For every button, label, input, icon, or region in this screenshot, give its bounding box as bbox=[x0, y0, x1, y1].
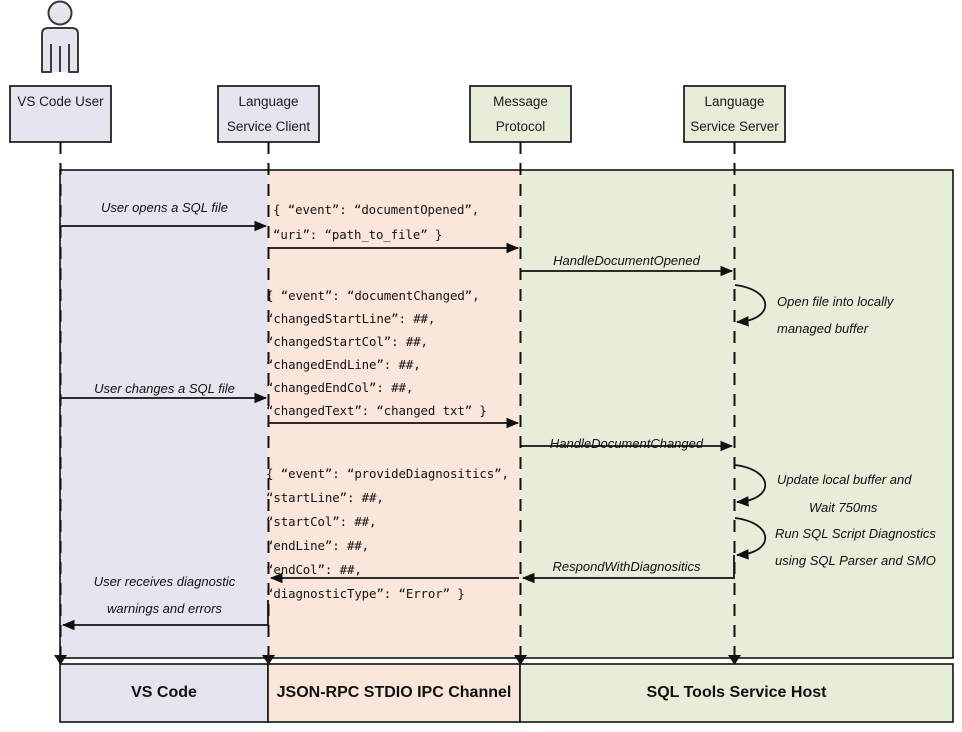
participant-label-language-service-server-line2: Service Server bbox=[690, 119, 779, 134]
footer-label-service-host: SQL Tools Service Host bbox=[646, 684, 827, 701]
message-label-handle-document-changed: HandleDocumentChanged bbox=[549, 436, 704, 451]
participant-label-language-service-client: Language bbox=[238, 94, 299, 109]
json-document-changed-line-3: “changedStartCol”: ##, bbox=[266, 334, 428, 349]
json-provide-diagnositics-line-3: “startCol”: ##, bbox=[266, 514, 377, 529]
message-label-user-receives-diagnostics-line1: User receives diagnostic bbox=[93, 574, 236, 589]
message-label-handle-document-opened: HandleDocumentOpened bbox=[553, 253, 700, 268]
self-loop-run-diagnostics bbox=[734, 517, 766, 560]
self-call-label-run-diagnostics-line1: Run SQL Script Diagnostics bbox=[775, 526, 936, 541]
self-call-label-update-buffer-wait-line2: Wait 750ms bbox=[809, 500, 878, 515]
json-document-changed-line-5: “changedEndCol”: ##, bbox=[266, 380, 414, 395]
json-document-changed-line-1: { “event”: “documentChanged”, bbox=[266, 288, 480, 303]
message-label-respond-with-diagnositics: RespondWithDiagnositics bbox=[552, 559, 701, 574]
arrow-user-receives-diagnostics bbox=[61, 600, 269, 631]
self-call-label-open-file-buffer-line2: managed buffer bbox=[777, 321, 869, 336]
self-loop-update-buffer-wait bbox=[734, 464, 766, 507]
message-label-user-receives-diagnostics-line2: warnings and errors bbox=[107, 601, 222, 616]
band-ipc-channel bbox=[268, 170, 520, 658]
json-provide-diagnositics-line-2: “startLine”: ##, bbox=[266, 490, 384, 505]
json-document-opened-line-1: { “event”: “documentOpened”, bbox=[273, 202, 480, 217]
message-label-user-changes-sql-file: User changes a SQL file bbox=[94, 381, 235, 396]
json-document-opened-line-2: “uri”: “path_to_file” } bbox=[273, 227, 443, 242]
json-provide-diagnositics-line-6: “diagnosticType”: “Error” } bbox=[266, 586, 465, 601]
arrow-respond-with-diagnositics bbox=[521, 555, 735, 584]
band-vscode bbox=[60, 170, 268, 658]
participant-label-message-protocol-line2: Protocol bbox=[495, 119, 546, 134]
json-provide-diagnositics-line-1: { “event”: “provideDiagnositics”, bbox=[266, 466, 509, 481]
footer-label-ipc-channel: JSON-RPC STDIO IPC Channel bbox=[276, 684, 512, 701]
band-service-host bbox=[520, 170, 953, 658]
participant-box-vscode-user bbox=[9, 85, 112, 143]
footer-bar bbox=[54, 655, 954, 723]
json-document-changed-line-4: “changedEndLine”: ##, bbox=[266, 357, 421, 372]
self-call-label-update-buffer-wait-line1: Update local buffer and bbox=[777, 472, 912, 487]
json-provide-diagnositics-line-4: “endLine”: ##, bbox=[266, 538, 370, 553]
participant-label-language-service-server: Language bbox=[704, 94, 765, 109]
json-provide-diagnositics-line-5: “endCol”: ##, bbox=[266, 562, 362, 577]
self-call-label-open-file-buffer-line1: Open file into locally bbox=[777, 294, 894, 309]
actor-figure bbox=[41, 0, 79, 73]
footer-label-vscode: VS Code bbox=[131, 684, 197, 701]
message-label-user-opens-sql-file: User opens a SQL file bbox=[101, 200, 228, 215]
participant-label-vscode-user: VS Code User bbox=[17, 94, 104, 109]
participant-label-message-protocol: Message bbox=[493, 94, 548, 109]
self-call-label-run-diagnostics-line2: using SQL Parser and SMO bbox=[775, 553, 936, 568]
self-loop-open-file-buffer bbox=[734, 284, 766, 327]
participant-label-language-service-client-line2: Service Client bbox=[226, 119, 311, 134]
json-document-changed-line-2: “changedStartLine”: ##, bbox=[266, 311, 436, 326]
json-document-changed-line-6: “changedText”: “changed txt” } bbox=[266, 403, 487, 418]
